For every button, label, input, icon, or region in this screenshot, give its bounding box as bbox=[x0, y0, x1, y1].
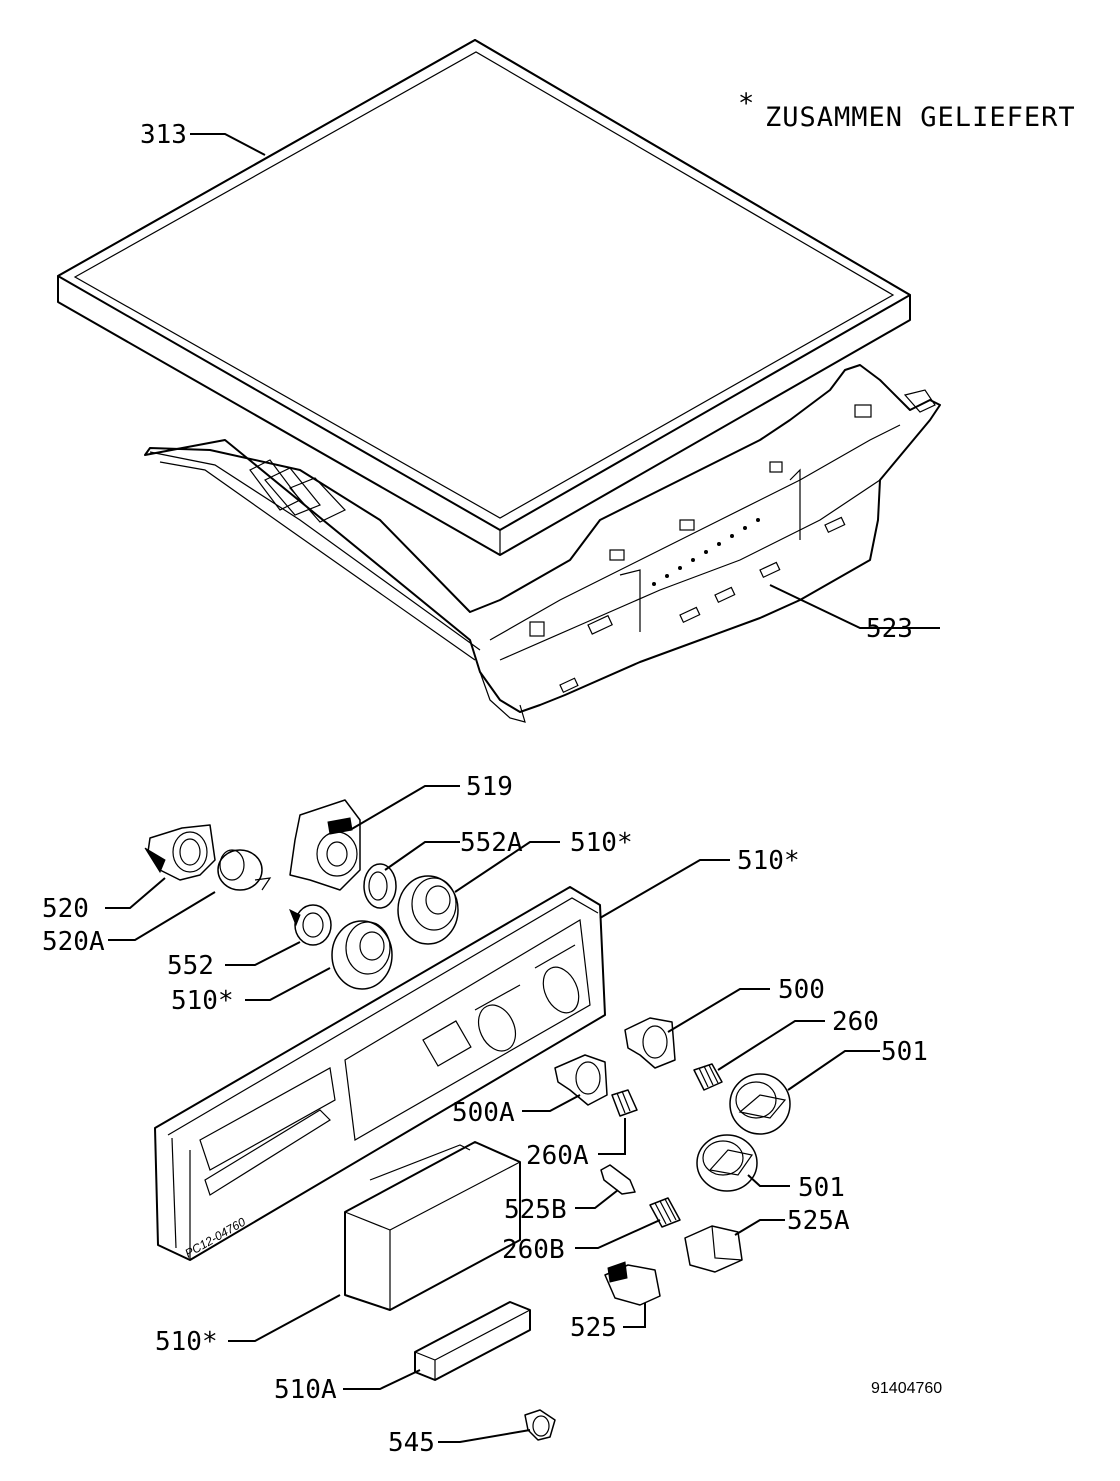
part-501-knob-upper bbox=[729, 1073, 791, 1135]
supply-note: * ZUSAMMEN GELIEFERT bbox=[738, 88, 1076, 133]
label-500: 500 bbox=[778, 975, 825, 1005]
leader-lines bbox=[105, 133, 940, 1443]
label-260A: 260A bbox=[526, 1141, 589, 1171]
part-520A-gear bbox=[217, 849, 272, 891]
label-520A: 520A bbox=[42, 927, 105, 957]
label-500A: 500A bbox=[452, 1098, 515, 1128]
part-523-top-frame bbox=[144, 364, 941, 723]
part-510-knob-left bbox=[331, 920, 393, 990]
label-510-star-d: 510* bbox=[155, 1327, 218, 1357]
label-552: 552 bbox=[167, 951, 214, 981]
label-501-lower: 501 bbox=[798, 1173, 845, 1203]
label-510-star-b: 510* bbox=[737, 846, 800, 876]
part-519-switch-holder bbox=[289, 799, 361, 891]
label-525A: 525A bbox=[787, 1206, 850, 1236]
part-510-knob-right bbox=[397, 875, 459, 945]
label-510-star-a: 510* bbox=[570, 828, 633, 858]
label-520: 520 bbox=[42, 894, 89, 924]
label-545: 545 bbox=[388, 1428, 435, 1458]
label-313: 313 bbox=[140, 120, 187, 150]
part-500-shaft bbox=[624, 1017, 676, 1069]
part-525A-button-cap bbox=[684, 1225, 743, 1273]
label-523: 523 bbox=[866, 614, 913, 644]
part-510-drawer-handle bbox=[344, 1141, 521, 1311]
part-260-spring bbox=[693, 1063, 723, 1091]
label-260B: 260B bbox=[502, 1235, 565, 1265]
label-525B: 525B bbox=[504, 1195, 567, 1225]
part-552A-ring bbox=[363, 863, 397, 909]
part-510A-insert bbox=[414, 1301, 531, 1381]
note-asterisk: * bbox=[738, 88, 755, 119]
label-519: 519 bbox=[466, 772, 513, 802]
label-525: 525 bbox=[570, 1313, 617, 1343]
part-552-ring bbox=[289, 904, 332, 946]
part-500A-shaft bbox=[554, 1054, 608, 1106]
part-313-top-lid bbox=[57, 39, 911, 556]
label-510-star-c: 510* bbox=[171, 986, 234, 1016]
part-260B-spring bbox=[649, 1197, 681, 1228]
note-text: ZUSAMMEN GELIEFERT bbox=[765, 102, 1076, 133]
label-501-upper: 501 bbox=[881, 1037, 928, 1067]
part-525B-pin bbox=[600, 1164, 636, 1195]
part-260A-spring bbox=[611, 1089, 638, 1117]
label-510A: 510A bbox=[274, 1375, 337, 1405]
part-525-button bbox=[604, 1261, 661, 1306]
part-501-knob-lower bbox=[696, 1134, 758, 1192]
part-labels: 313 523 519 552A 510* 510* 520 520A 552 … bbox=[42, 120, 928, 1458]
part-520-bracket bbox=[144, 824, 216, 881]
label-552A: 552A bbox=[460, 828, 523, 858]
part-545-screw bbox=[524, 1409, 556, 1441]
label-260: 260 bbox=[832, 1007, 879, 1037]
drawing-number: 91404760 bbox=[871, 1380, 942, 1397]
